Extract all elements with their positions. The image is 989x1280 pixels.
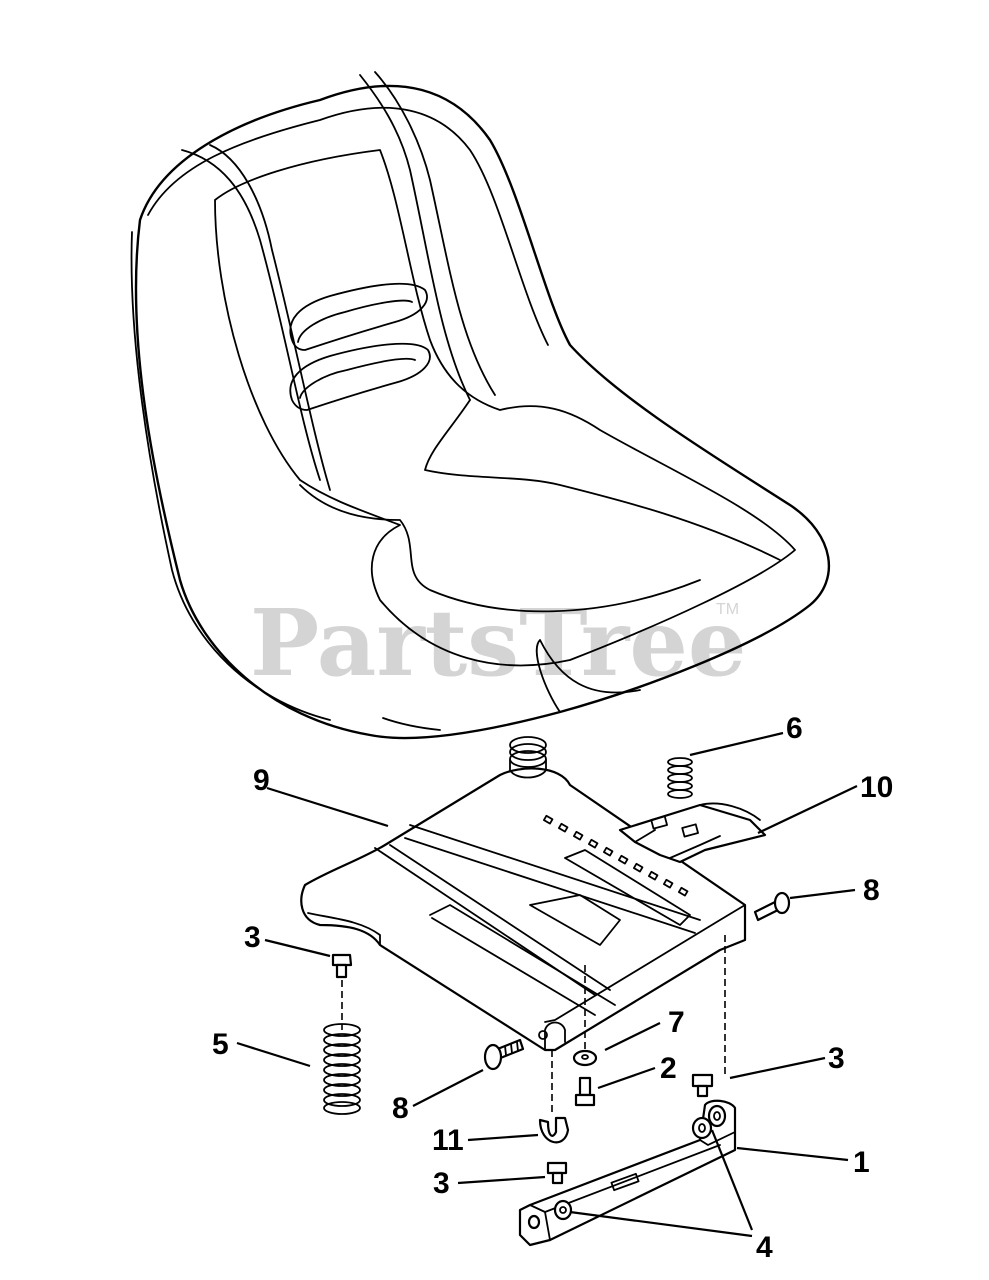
watermark-text: PartsTree [250, 589, 746, 697]
callout-1: 1 [853, 1146, 870, 1179]
nut-part-4-right [691, 1116, 713, 1140]
bolt-part-3-right [691, 1073, 714, 1098]
bolt-part-2 [574, 1076, 596, 1107]
leader-lines [236, 731, 858, 1238]
nut-part-4-left [553, 1199, 573, 1221]
callout-5: 5 [212, 1028, 229, 1061]
bolt-part-8-left [483, 1038, 525, 1071]
callout-3-left: 3 [244, 921, 261, 954]
bolt-part-3-left [331, 953, 353, 979]
callout-9: 9 [253, 764, 270, 797]
callout-3-right: 3 [828, 1042, 845, 1075]
clip-part-11 [538, 1116, 570, 1144]
callout-11: 11 [432, 1124, 464, 1157]
spring-large-part-5 [323, 1023, 361, 1115]
spring-small-part-6 [667, 757, 693, 799]
callout-2: 2 [660, 1052, 677, 1085]
callout-7: 7 [668, 1006, 685, 1039]
seat-mounting-plate-part-9 [300, 736, 747, 1052]
callout-8-right: 8 [863, 874, 880, 907]
callout-3-lower: 3 [433, 1167, 450, 1200]
callout-8-left: 8 [392, 1092, 409, 1125]
seat-cushion [130, 71, 831, 740]
callout-4: 4 [756, 1231, 773, 1264]
seat-latch-part-10 [618, 802, 767, 864]
callout-6: 6 [786, 712, 803, 745]
adjustment-holes [543, 814, 689, 897]
bolt-part-8-right [753, 891, 791, 922]
bolt-part-3-lower [546, 1161, 568, 1185]
callout-numbers: 6 9 10 8 3 5 7 2 3 8 11 1 3 4 [212, 712, 893, 1264]
watermark-trademark: TM [716, 601, 739, 618]
seat-bracket-part-1 [518, 1099, 737, 1247]
washer-part-7 [572, 1049, 598, 1067]
callout-10: 10 [860, 771, 893, 804]
